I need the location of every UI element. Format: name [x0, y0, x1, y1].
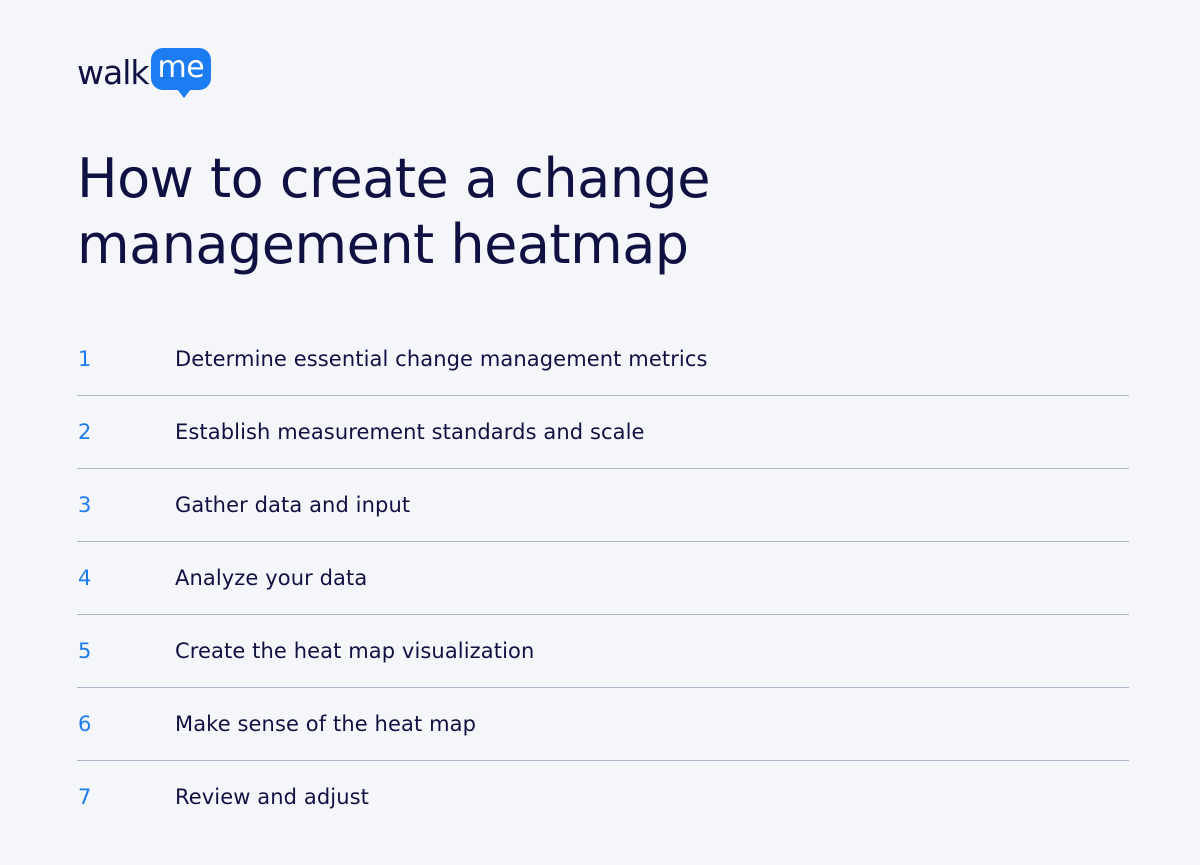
page-title: How to create a change management heatma… — [77, 146, 977, 278]
step-item-5: 5 Create the heat map visualization — [77, 615, 1129, 688]
title-line-1: How to create a change — [77, 147, 710, 210]
step-label: Determine essential change management me… — [175, 347, 708, 371]
step-label: Establish measurement standards and scal… — [175, 420, 645, 444]
step-number: 3 — [78, 493, 92, 517]
step-label: Review and adjust — [175, 785, 370, 809]
logo-speech-bubble: me — [150, 48, 212, 98]
step-item-4: 4 Analyze your data — [77, 542, 1129, 615]
step-label: Analyze your data — [175, 566, 368, 590]
steps-list: 1 Determine essential change management … — [77, 323, 1129, 833]
step-label: Gather data and input — [175, 493, 411, 517]
step-number: 1 — [78, 347, 92, 371]
step-label: Make sense of the heat map — [175, 712, 477, 736]
step-number: 6 — [78, 712, 92, 736]
step-number: 7 — [78, 785, 92, 809]
step-item-6: 6 Make sense of the heat map — [77, 688, 1129, 761]
speech-bubble-tail-icon — [176, 89, 191, 98]
step-item-1: 1 Determine essential change management … — [77, 323, 1129, 396]
logo-text-walk: walk — [77, 53, 149, 92]
walkme-logo: walk me — [77, 48, 212, 102]
step-number: 5 — [78, 639, 92, 663]
step-number: 2 — [78, 420, 92, 444]
step-number: 4 — [78, 566, 92, 590]
step-item-2: 2 Establish measurement standards and sc… — [77, 396, 1129, 469]
step-item-7: 7 Review and adjust — [77, 761, 1129, 833]
step-label: Create the heat map visualization — [175, 639, 535, 663]
step-item-3: 3 Gather data and input — [77, 469, 1129, 542]
logo-text-me: me — [150, 48, 212, 90]
title-line-2: management heatmap — [77, 213, 689, 276]
